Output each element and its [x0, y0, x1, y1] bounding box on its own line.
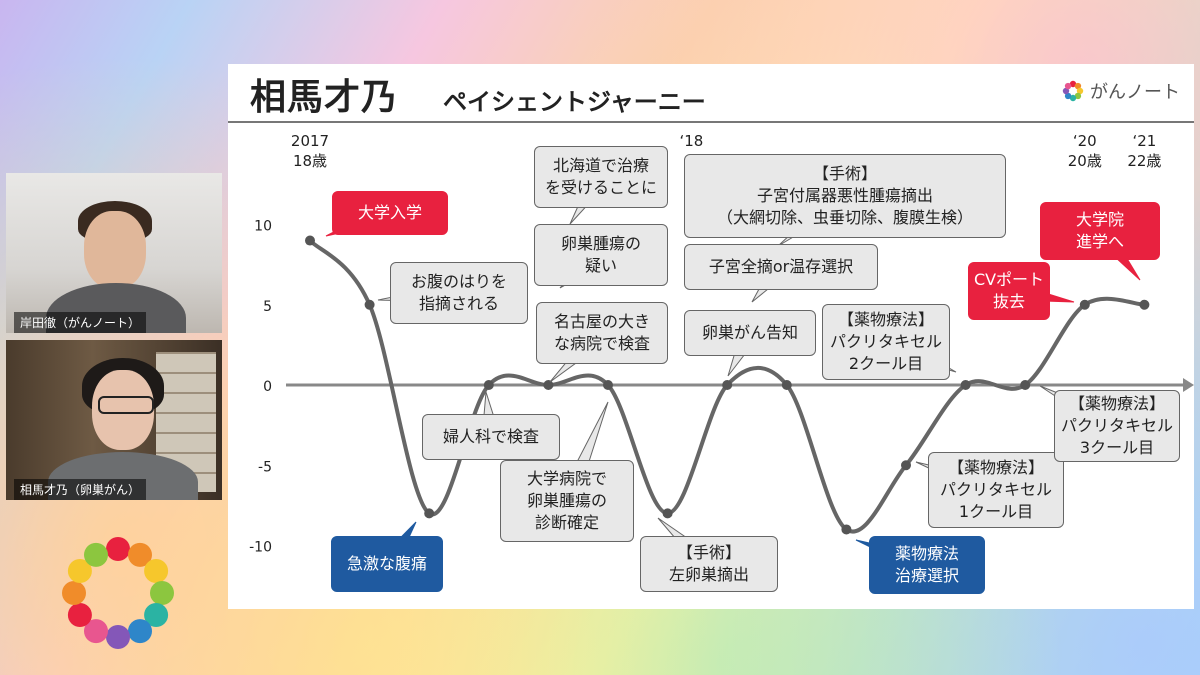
y-tick-label: 10 — [254, 219, 272, 235]
callout-13: 【薬物療法】 パクリタキセル 2クール目 — [822, 304, 950, 380]
participant-name-1: 岸田徹（がんノート） — [14, 312, 147, 333]
slide-header: 相馬才乃 ペイシェントジャーニー がんノート — [228, 64, 1194, 120]
time-age-label: 20歳 — [1068, 152, 1102, 170]
ring-petal — [1062, 87, 1070, 95]
y-tick-label: 5 — [263, 299, 272, 315]
data-point — [1020, 380, 1031, 390]
y-tick-label: -10 — [249, 540, 272, 556]
ring-petal — [106, 625, 130, 649]
callout-8: 大学病院で 卵巣腫瘍の 診断確定 — [500, 460, 634, 542]
data-point — [543, 380, 554, 390]
ring-petal — [84, 619, 108, 644]
brand-logo: がんノート — [1062, 78, 1180, 104]
ring-petal — [144, 603, 169, 627]
slide-subtitle: ペイシェントジャーニー — [443, 88, 706, 116]
callout-10: 【手術】 子宮付属器悪性腫瘍摘出 （大網切除、虫垂切除、腹膜生検） — [684, 154, 1006, 238]
axis-arrow — [1183, 378, 1194, 392]
video-tile-2[interactable]: 相馬才乃（卵巣がん） — [6, 340, 222, 500]
callout-15: 【薬物療法】 パクリタキセル 1クール目 — [928, 452, 1064, 528]
callout-9: 【手術】 左卵巣摘出 — [640, 536, 778, 592]
data-point — [424, 508, 435, 519]
callout-2: お腹のはりを 指摘される — [390, 262, 528, 324]
time-age-label: 18歳 — [293, 152, 327, 170]
ring-petal — [62, 581, 86, 605]
time-year-label: 2017 — [291, 132, 329, 150]
data-point — [960, 380, 971, 390]
slide-title: 相馬才乃 — [250, 77, 399, 118]
brand-flower-icon — [1062, 80, 1084, 102]
callout-6: 卵巣腫瘍の 疑い — [534, 224, 668, 286]
callout-12: 卵巣がん告知 — [684, 310, 816, 356]
ring-petal — [1069, 80, 1077, 88]
gannote-ring-logo — [62, 537, 174, 649]
time-age-label: 22歳 — [1127, 152, 1161, 170]
ring-petal — [1076, 87, 1084, 95]
y-tick-label: -5 — [258, 459, 272, 475]
callout-17: 大学院 進学へ — [1040, 202, 1160, 260]
video-tile-1[interactable]: 岸田徹（がんノート） — [6, 173, 222, 333]
data-point — [603, 380, 613, 390]
callout-7: 名古屋の大き な病院で検査 — [536, 302, 668, 364]
data-point — [841, 524, 852, 535]
ring-petal — [1064, 92, 1072, 100]
ring-petal — [128, 542, 152, 567]
callout-3: 急激な腹痛 — [331, 536, 443, 592]
data-point — [662, 508, 673, 519]
ring-petal — [1074, 82, 1082, 90]
data-point — [1139, 299, 1150, 310]
data-point — [781, 380, 792, 390]
ring-petal — [67, 603, 92, 627]
ring-petal — [1074, 92, 1082, 100]
ring-petal — [1064, 82, 1072, 90]
ring-petal — [150, 581, 174, 605]
time-year-label: ‘21 — [1132, 132, 1156, 150]
ring-petal — [84, 542, 108, 567]
callout-4: 婦人科で検査 — [422, 414, 560, 460]
callout-18: 【薬物療法】 パクリタキセル 3クール目 — [1054, 390, 1180, 462]
slide: 10 5 0 -5 -10 2017 18歳 ‘18 ‘20 20歳 ‘21 22歳 相馬才乃 ペイシ… — [228, 64, 1194, 609]
time-year-label: ‘20 — [1073, 132, 1097, 150]
data-point — [483, 380, 494, 390]
y-tick-label: 0 — [263, 379, 272, 395]
callout-11: 子宮全摘or温存選択 — [684, 244, 878, 290]
brand-name: がんノート — [1090, 82, 1180, 103]
callout-14: 薬物療法 治療選択 — [869, 536, 985, 594]
data-point — [305, 235, 315, 246]
data-point — [901, 460, 911, 471]
participant-glasses — [98, 396, 154, 414]
ring-petal — [1069, 94, 1077, 102]
ring-petal — [144, 559, 169, 583]
callout-16: CVポート 抜去 — [968, 262, 1050, 320]
data-point — [722, 380, 733, 390]
participant-face — [84, 211, 146, 289]
data-point — [1079, 299, 1090, 310]
time-year-label: ‘18 — [680, 132, 704, 150]
data-point — [364, 299, 375, 310]
callout-1: 大学入学 — [332, 191, 448, 235]
callout-5: 北海道で治療 を受けることに — [534, 146, 668, 208]
ring-petal — [67, 559, 92, 583]
participant-name-2: 相馬才乃（卵巣がん） — [14, 479, 147, 500]
ring-petal — [106, 537, 130, 561]
header-divider — [228, 121, 1194, 123]
ring-petal — [128, 619, 152, 644]
